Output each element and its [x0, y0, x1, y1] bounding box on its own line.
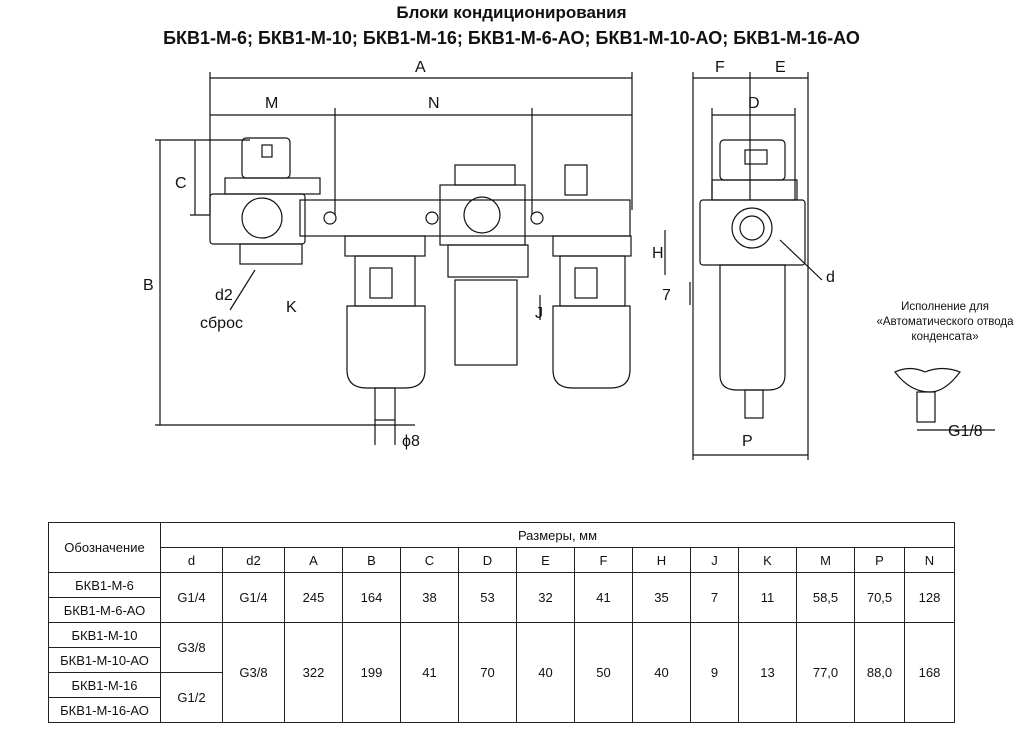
dim-h: H: [652, 245, 664, 262]
dim-b: B: [143, 277, 154, 294]
label-sbros: сброс: [200, 315, 243, 332]
header-row: d d2 A B C D E F H J K M P N: [49, 547, 955, 573]
dim-7: 7: [662, 287, 671, 304]
dim-k: K: [286, 299, 297, 316]
dim-n: N: [428, 95, 440, 112]
dim-a: A: [415, 59, 426, 76]
technical-drawing: A M N F E D C B H K J P 7 d d2 сброс ϕ8 …: [143, 59, 995, 460]
page-title: Блоки кондиционирования: [396, 3, 627, 22]
table-row: БКВ1-М-6 G1/4 G1/4 245 164 38 53 32 41 3…: [48, 572, 955, 623]
dim-p: P: [742, 433, 753, 450]
dim-phi8: ϕ8: [402, 433, 420, 450]
dim-m: M: [265, 95, 278, 112]
dim-d-port: d: [826, 269, 835, 286]
dim-g18: G1/8: [948, 423, 983, 440]
auto-drain-note: Исполнение для «Автоматического отвода к…: [876, 301, 1014, 343]
dim-j: J: [535, 305, 543, 322]
table-row: БКВ1-М-6-АО: [48, 597, 955, 623]
header-sizes: Размеры, мм: [160, 522, 955, 548]
dim-d: D: [748, 95, 760, 112]
dimensions-table: Обозначение Размеры, мм d d2 A B C D E F…: [48, 522, 955, 723]
table-row: БКВ1-М-16 G1/2: [48, 672, 955, 723]
dim-d2: d2: [215, 287, 233, 304]
table-row: БКВ1-М-16-АО: [48, 697, 955, 723]
dim-f: F: [715, 59, 725, 76]
page-subtitle: БКВ1-М-6; БКВ1-М-10; БКВ1-М-16; БКВ1-М-6…: [163, 28, 860, 48]
header-designation: Обозначение: [48, 522, 161, 573]
dim-e: E: [775, 59, 786, 76]
dim-c: C: [175, 175, 187, 192]
table-row: БКВ1-М-10 G3/8 G3/8 322 199 41 70 40 50 …: [48, 622, 955, 723]
